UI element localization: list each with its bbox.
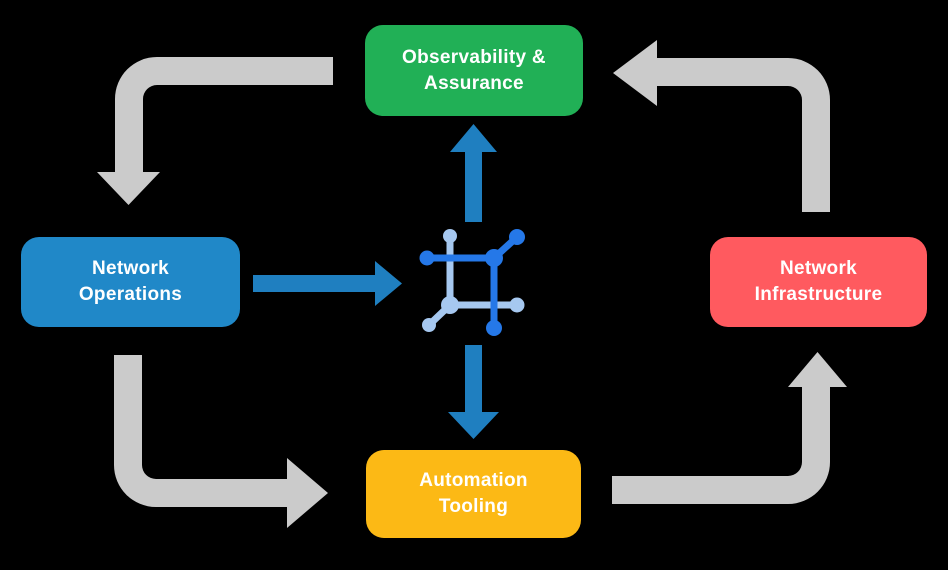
node-automation-tooling-label: Automation Tooling (419, 470, 528, 517)
node-network-infrastructure: Network Infrastructure (710, 237, 927, 327)
node-network-operations-label: Network Operations (78, 258, 183, 305)
network-mesh-icon-primary-dots (419, 229, 525, 336)
action-arrow-center-to-automation (448, 345, 499, 439)
node-observability-assurance-label: Observability & Assurance (402, 46, 546, 94)
network-mesh-icon-light-dots (422, 229, 525, 332)
node-network-operations: Network Operations (21, 237, 240, 327)
node-automation-tooling: Automation Tooling (366, 450, 581, 538)
flow-arrow-infrastructure-to-observability (613, 40, 830, 212)
node-network-infrastructure-label: Network Infrastructure (754, 258, 883, 305)
action-arrow-operations-to-center (253, 261, 402, 306)
flow-arrow-operations-to-automation (114, 355, 328, 528)
node-observability-assurance: Observability & Assurance (365, 25, 583, 116)
flow-arrow-observability-to-operations (97, 57, 333, 205)
action-arrow-center-to-observability (450, 124, 497, 222)
flow-arrow-automation-to-infrastructure (612, 352, 847, 504)
network-mesh-icon (419, 229, 525, 336)
